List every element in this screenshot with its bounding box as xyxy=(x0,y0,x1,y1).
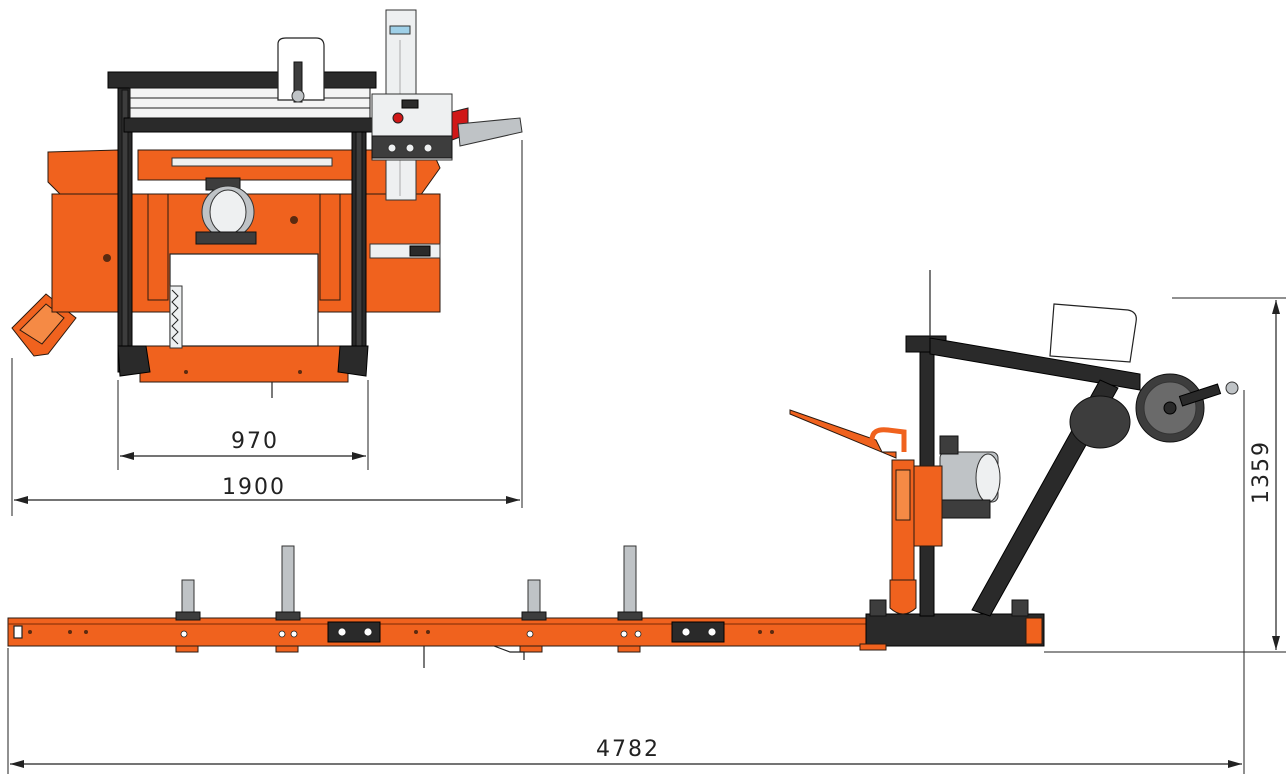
dimension-label-4782: 4782 xyxy=(596,737,660,762)
right-clamp xyxy=(369,243,441,259)
dimension-length: 4782 xyxy=(10,737,1242,768)
dimension-inner-width: 970 xyxy=(120,429,366,460)
saw-wheel xyxy=(1069,373,1239,449)
dimension-label-1359: 1359 xyxy=(1249,440,1274,504)
dimension-label-1900: 1900 xyxy=(222,475,286,500)
track-coupler-2 xyxy=(671,621,725,643)
fuel-tank-side xyxy=(1049,303,1137,363)
dimension-label-970: 970 xyxy=(231,429,279,454)
front-feet xyxy=(117,345,369,398)
log-stop-4 xyxy=(617,545,643,621)
track-rail xyxy=(7,617,869,647)
rail-legs xyxy=(175,645,641,668)
dimension-outer-width: 1900 xyxy=(14,475,520,504)
log-stop-1 xyxy=(175,579,201,621)
vertical-posts xyxy=(117,71,367,373)
top-beam xyxy=(107,71,377,133)
track-coupler-1 xyxy=(327,621,381,643)
side-chute xyxy=(789,409,943,615)
log-stop-2 xyxy=(275,545,301,621)
front-motor xyxy=(195,177,257,245)
side-motor xyxy=(939,435,1001,519)
carriage-base xyxy=(859,599,1045,651)
dimension-height: 1359 xyxy=(1249,300,1280,650)
blade-guide-left xyxy=(169,285,183,349)
front-view xyxy=(11,9,523,516)
log-stop-3 xyxy=(521,579,547,621)
control-box xyxy=(371,93,523,161)
carriage-body xyxy=(47,149,441,383)
fuel-tank-front xyxy=(277,37,325,103)
side-view xyxy=(7,270,1286,774)
